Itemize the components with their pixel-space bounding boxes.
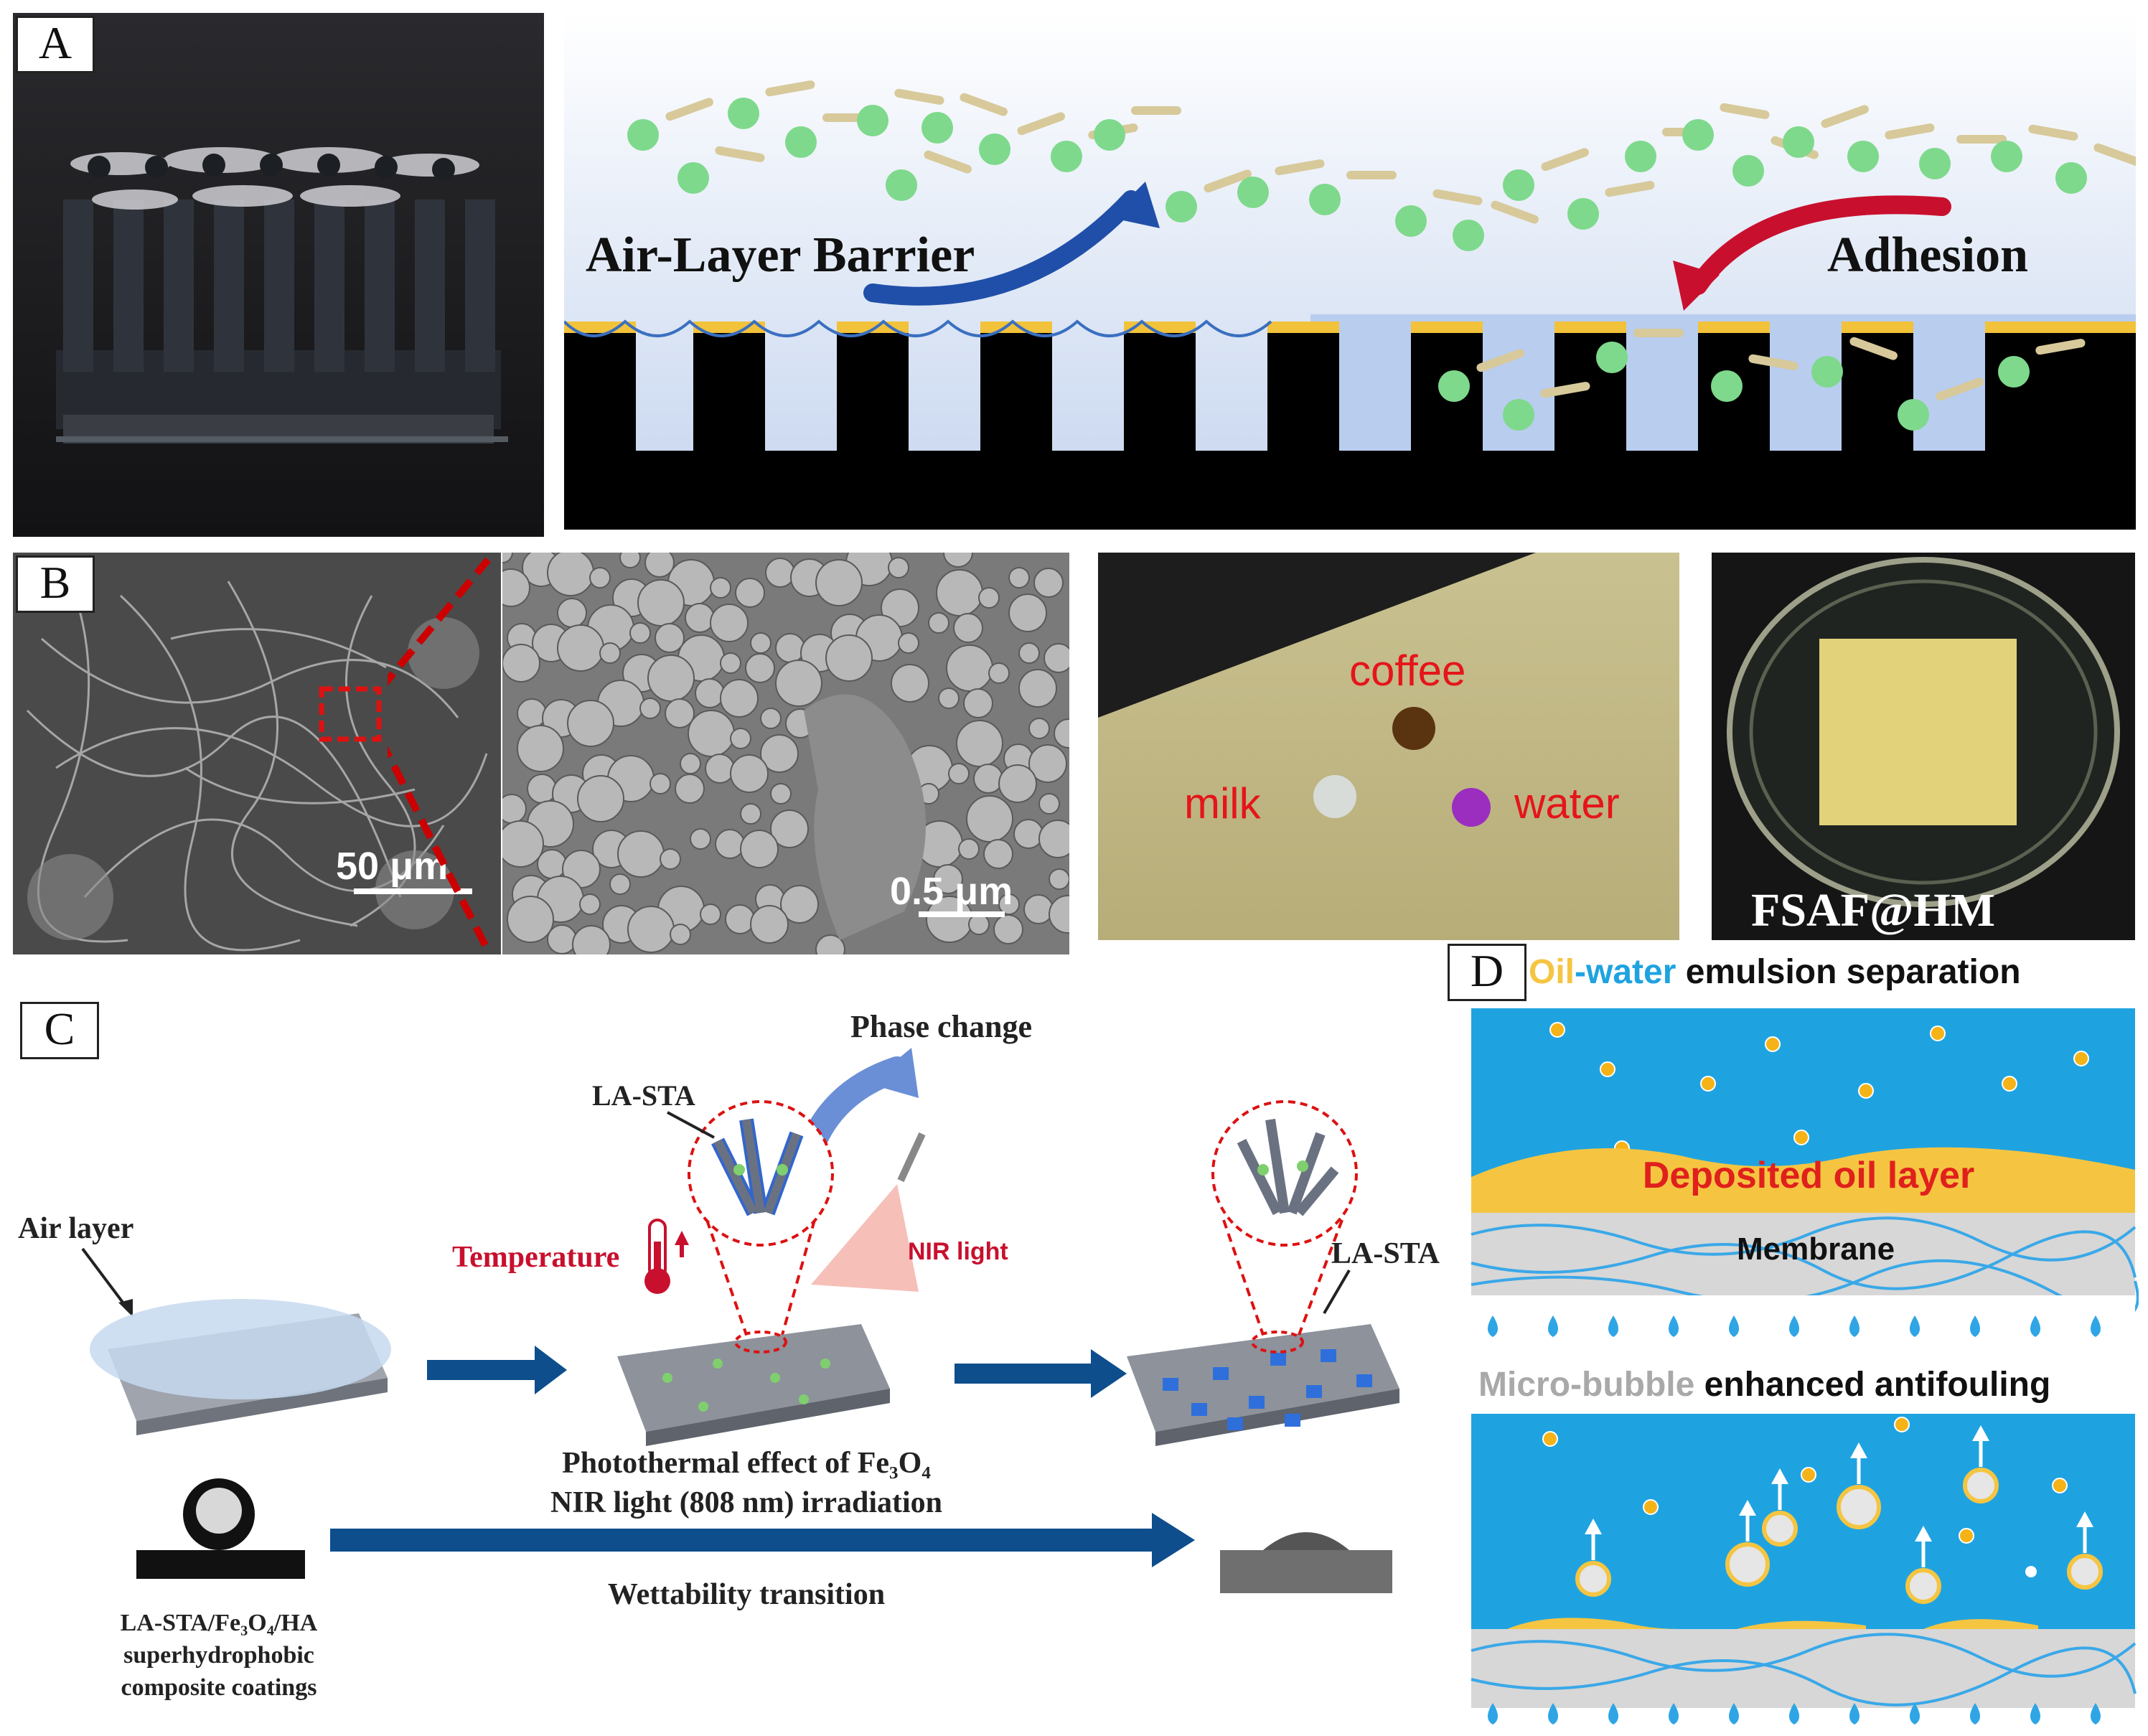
air-layer-barrier-label: Air-Layer Barrier [586,227,975,283]
la-sta-right-label: LA-STA [1331,1237,1440,1270]
coating-line-2: superhydrophobic [123,1642,314,1669]
scale-bar-05um: 0.5 μm [890,870,1013,913]
phase-change-label: Phase change [850,1009,1032,1044]
sample-name-label: FSAF@HM [1751,884,1995,937]
panel-c-schematic: Phase change LA-STA NIR light Temperatur… [18,1009,1440,1701]
photothermal-line-1: Photothermal effect of Fe₃O₄ [562,1447,931,1480]
sem-image-high-mag: 0.5 μm [502,553,1069,954]
coffee-label: coffee [1349,647,1465,695]
temperature-label: Temperature [452,1241,619,1274]
sem-image-low-mag: 50 μm [13,553,501,954]
la-sta-top-label: LA-STA [592,1079,695,1112]
deposited-oil-label: Deposited oil layer [1643,1155,1974,1196]
membrane-label: Membrane [1737,1231,1895,1267]
zoom-lines [388,557,492,953]
coating-line-3: composite coatings [121,1674,317,1701]
droplets-photo: coffee milk water [1098,553,1679,940]
panel-d-schematic: Oil-water emulsion separation Deposited … [1471,953,2139,1730]
panel-d-title-2: Micro-bubble enhanced antifouling [1478,1366,2050,1404]
panel-label-c: C [20,1002,99,1059]
milk-label: milk [1184,779,1262,827]
panel-d-title-1: Oil-water emulsion separation [1529,953,2021,991]
scale-bar-50um: 50 μm [336,845,448,888]
coating-line-1: LA-STA/Fe₃O₄/HA [121,1610,318,1636]
sample-photo: FSAF@HM [1712,553,2135,940]
panel-a-photo [13,13,544,537]
panel-label-b: B [16,555,95,613]
adhesion-label: Adhesion [1827,227,2028,283]
air-layer-label: Air layer [18,1212,133,1245]
panel-a-schematic: Air-Layer Barrier Adhesion [564,13,2136,530]
wettability-label: Wettability transition [608,1578,885,1611]
panel-label-a: A [16,16,95,73]
nir-light-label: NIR light [908,1238,1008,1265]
photothermal-line-2: NIR light (808 nm) irradiation [550,1486,942,1519]
water-label: water [1514,779,1620,827]
panel-label-d: D [1448,944,1526,1001]
